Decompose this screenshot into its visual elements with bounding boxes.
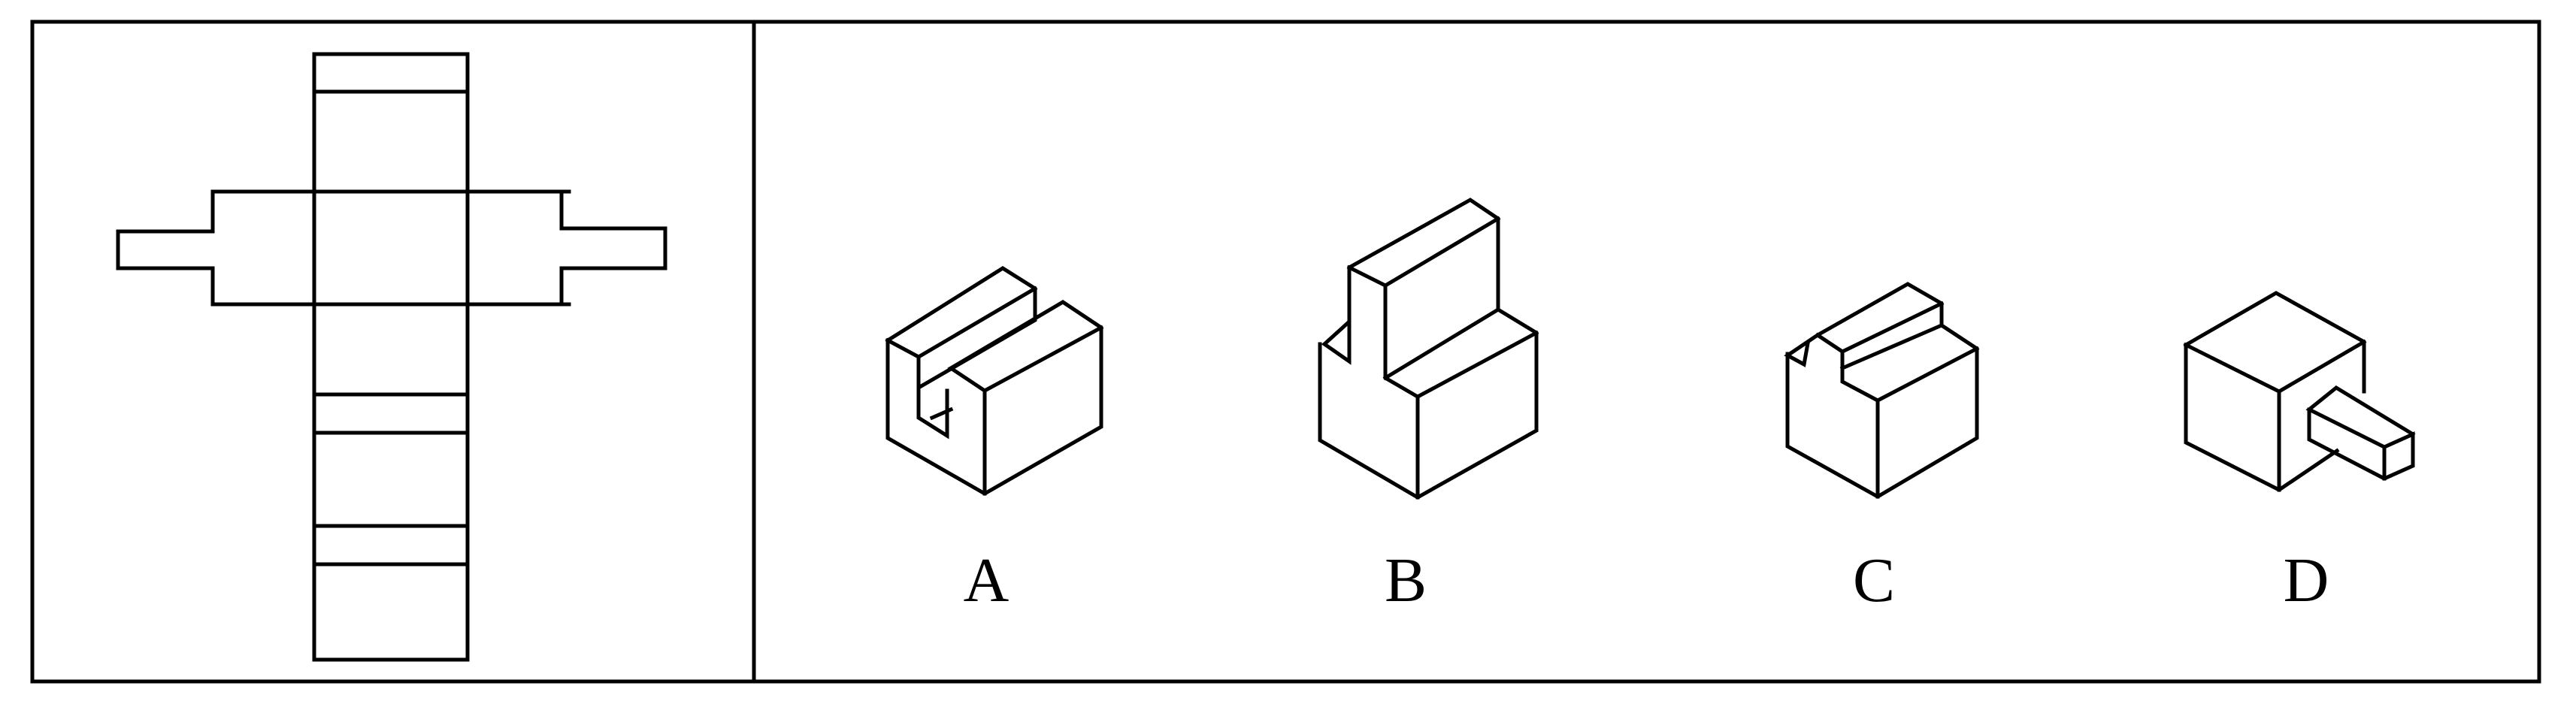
unfolded-net xyxy=(116,52,667,662)
option-a-slot xyxy=(885,266,1037,440)
option-d-label[interactable]: D xyxy=(2284,545,2329,615)
option-a-top-edge xyxy=(885,286,1038,359)
option-d-solid xyxy=(2183,291,2416,492)
option-b-top-edge xyxy=(1346,216,1501,288)
option-c-edge xyxy=(1839,322,1945,371)
option-a-edge xyxy=(929,406,954,421)
option-d-top xyxy=(2183,291,2366,394)
option-b-solid xyxy=(1318,198,1539,500)
option-a-edge xyxy=(982,325,1104,394)
option-a-label[interactable]: A xyxy=(964,545,1010,615)
net-right-arm xyxy=(465,189,667,307)
option-a-solid xyxy=(885,266,1104,496)
net-left-arm xyxy=(116,189,316,307)
option-c-step xyxy=(1840,346,1980,403)
outer-frame xyxy=(30,20,2541,684)
option-d-peg xyxy=(2305,385,2416,481)
option-b-step xyxy=(1383,283,1539,399)
option-c-label[interactable]: C xyxy=(1853,545,1895,615)
option-b-edge xyxy=(1382,307,1501,381)
option-c-outline xyxy=(1784,282,1979,499)
option-d-left-face xyxy=(2184,343,2340,492)
option-d-top-edge xyxy=(2183,339,2367,394)
option-b-label[interactable]: B xyxy=(1385,545,1427,615)
net-vertical-strip xyxy=(312,52,470,662)
option-c-top-edge xyxy=(1815,301,1945,354)
option-c-solid xyxy=(1784,282,1980,499)
